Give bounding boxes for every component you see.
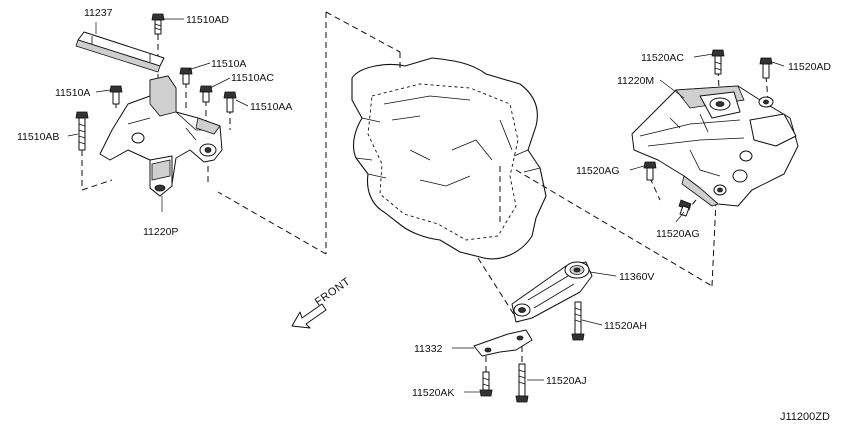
leader-lines (67, 18, 785, 393)
bracket-11237 (75, 31, 165, 73)
label-11520AC: 11520AC (641, 52, 684, 64)
label-11510AB: 11510AB (17, 131, 59, 143)
bolt-11520AD (759, 57, 773, 79)
label-11237: 11237 (84, 7, 113, 19)
bolt-11510AB (75, 111, 89, 151)
label-11220P: 11220P (143, 226, 178, 238)
label-11520AK: 11520AK (412, 387, 454, 399)
bracket-11332 (473, 329, 533, 357)
label-11510AA: 11510AA (250, 101, 292, 113)
label-11520AG-upper: 11520AG (576, 165, 620, 177)
bolt-11520AC (711, 49, 725, 75)
label-11520AH: 11520AH (604, 320, 647, 332)
bolt-11520AG-upper (643, 161, 657, 181)
label-11510AD: 11510AD (186, 14, 229, 26)
label-11510AC: 11510AC (231, 72, 274, 84)
bolt-11510AA (223, 91, 237, 113)
label-11510A-top: 11510A (211, 58, 246, 70)
bolt-11520AG-lower (678, 199, 692, 217)
bolt-11510AC (199, 85, 213, 103)
part-labels: 11237 11510AD 11510A 11510AC 11510A 1151… (17, 7, 831, 423)
label-11520AD: 11520AD (788, 61, 831, 73)
bolt-11510A-top (179, 67, 193, 85)
engine-block (351, 57, 547, 260)
torque-rod-11360V (511, 261, 593, 323)
mount-11220P (99, 75, 223, 197)
bolt-11520AK (479, 371, 493, 397)
label-11520AJ: 11520AJ (546, 375, 587, 387)
bolt-11520AJ (515, 363, 529, 403)
front-arrow-icon (291, 303, 327, 329)
mount-11220M (631, 85, 799, 207)
label-11332: 11332 (414, 343, 443, 355)
label-11360V: 11360V (619, 271, 654, 283)
front-direction-label: FRONT (313, 275, 353, 308)
bolt-11510AD (151, 13, 165, 35)
bolt-11510A-left (109, 85, 123, 105)
label-11510A-left: 11510A (55, 87, 90, 99)
figure-code: J11200ZD (780, 411, 830, 423)
label-11220M: 11220M (617, 75, 654, 87)
label-11520AG-lower: 11520AG (656, 228, 700, 240)
bolt-11520AH (571, 301, 585, 341)
